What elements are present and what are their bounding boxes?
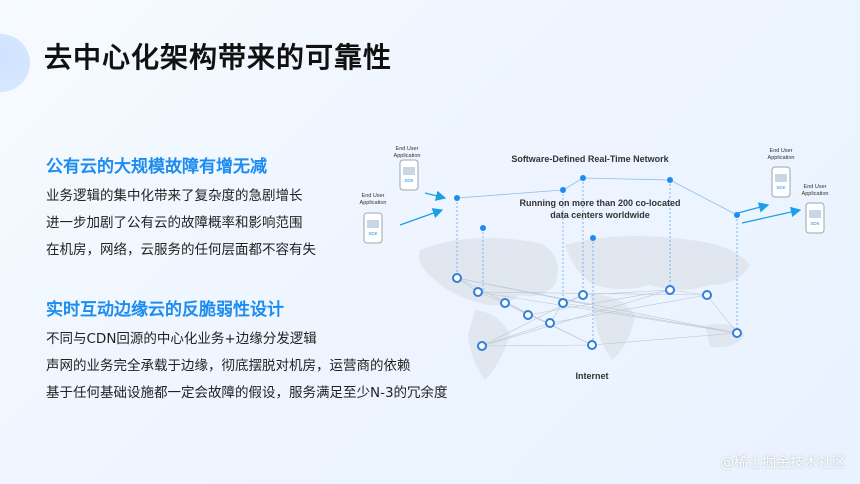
sdk-label: SDK [810, 221, 819, 226]
end-user-label: End User [770, 148, 793, 154]
network-node [452, 273, 742, 351]
section-title-edge-cloud: 实时互动边缘云的反脆弱性设计 [46, 300, 284, 320]
sdk-label: SDK [776, 185, 785, 190]
dashed-links [456, 178, 738, 345]
end-user-label: End User [362, 193, 385, 199]
network-subtitle: data centers worldwide [550, 210, 650, 220]
bullet-text: 基于任何基础设施都一定会故障的假设，服务满足至少N-3的冗余度 [46, 385, 448, 401]
bullet-text: 声网的业务完全承载于边缘，彻底摆脱对机房，运营商的依赖 [46, 358, 411, 374]
top-node [454, 175, 740, 241]
bullet-text: 业务逻辑的集中化带来了复杂度的急剧增长 [46, 188, 303, 204]
bullet-text: 在机房，网络，云服务的任何层面都不容有失 [46, 242, 316, 258]
end-user-label: Application [802, 191, 829, 197]
bullet-text: 不同与CDN回源的中心化业务+边缘分发逻辑 [46, 331, 317, 347]
world-map [419, 236, 750, 380]
end-user-label: Application [360, 200, 387, 206]
end-user-label: End User [804, 184, 827, 190]
network-title: Software-Defined Real-Time Network [511, 154, 669, 164]
corner-decoration [0, 34, 30, 92]
end-user-label: End User [396, 146, 419, 152]
section-title-public-cloud: 公有云的大规模故障有增无减 [46, 157, 267, 177]
network-diagram: Software-Defined Real-Time Network Runni… [360, 146, 829, 381]
sdk-label: SDK [368, 231, 377, 236]
watermark: @稀土掘金技术社区 [720, 455, 846, 471]
end-user-label: Application [394, 153, 421, 159]
network-subtitle: Running on more than 200 co-located [519, 198, 680, 208]
bullet-text: 进一步加剧了公有云的故障概率和影响范围 [46, 215, 303, 231]
slide-title: 去中心化架构带来的可靠性 [44, 41, 393, 74]
connection-arrow [399, 190, 802, 226]
end-user-label: Application [768, 155, 795, 161]
sdk-label: SDK [404, 178, 413, 183]
internet-label: Internet [575, 371, 608, 381]
